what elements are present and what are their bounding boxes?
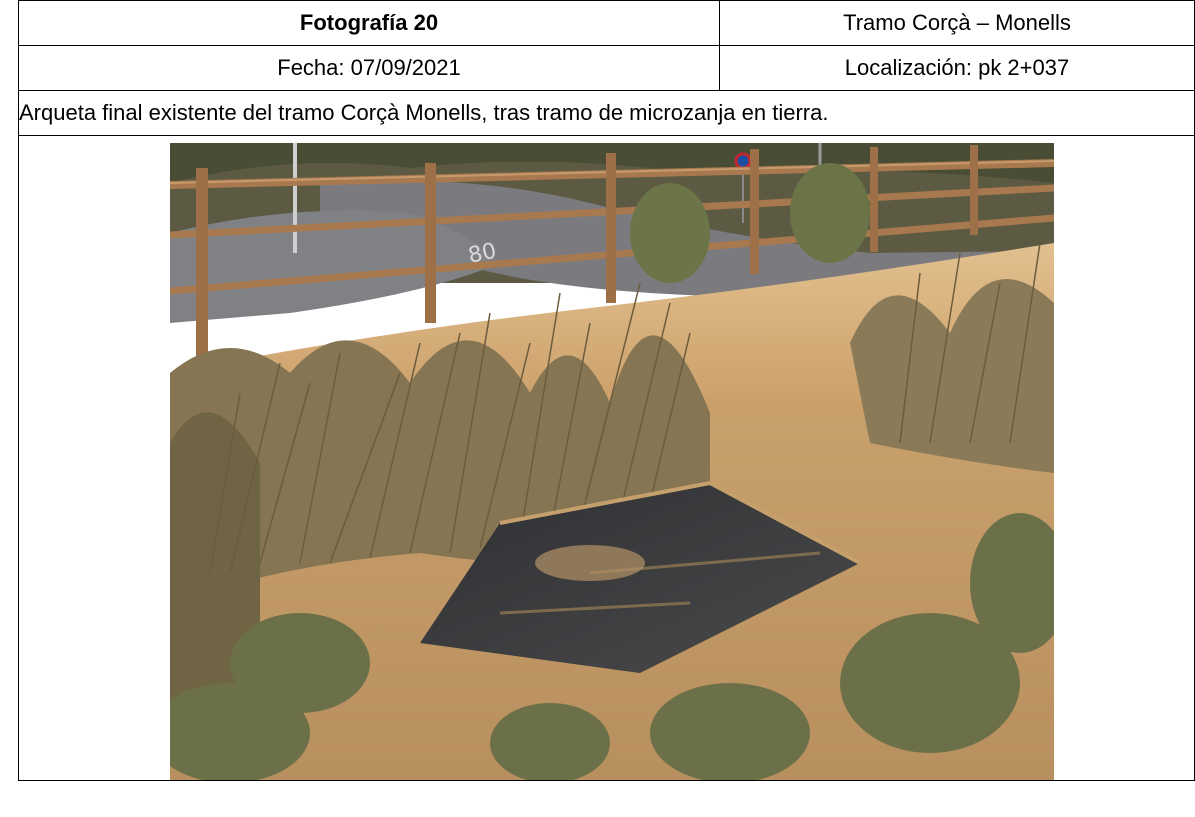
- traffic-sign-icon: [734, 152, 752, 170]
- tramo-label: Tramo Corçà – Monells: [719, 0, 1195, 46]
- site-photo-illustration: 80: [170, 143, 1054, 780]
- road-curve: [170, 210, 500, 323]
- location-field: Localización: pk 2+037: [719, 45, 1195, 91]
- photo-record-table: Fotografía 20 Tramo Corçà – Monells Fech…: [18, 0, 1195, 781]
- header-row: Fotografía 20 Tramo Corçà – Monells: [18, 0, 1195, 46]
- date-field: Fecha: 07/09/2021: [18, 45, 720, 91]
- photo-row: 80: [18, 135, 1195, 781]
- manhole-cover: [420, 483, 860, 673]
- photo-record-sheet: Fotografía 20 Tramo Corçà – Monells Fech…: [18, 0, 1195, 817]
- photo-cell: 80: [18, 135, 1195, 781]
- site-photo: 80: [170, 143, 1054, 780]
- photo-description: Arqueta final existente del tramo Corçà …: [18, 90, 1195, 136]
- fence-posts: [196, 145, 978, 358]
- meta-row: Fecha: 07/09/2021 Localización: pk 2+037: [18, 45, 1195, 91]
- grass-blades: [209, 242, 1041, 574]
- description-row: Arqueta final existente del tramo Corçà …: [18, 90, 1195, 136]
- photo-title: Fotografía 20: [18, 0, 720, 46]
- green-shrubs: [170, 163, 1054, 780]
